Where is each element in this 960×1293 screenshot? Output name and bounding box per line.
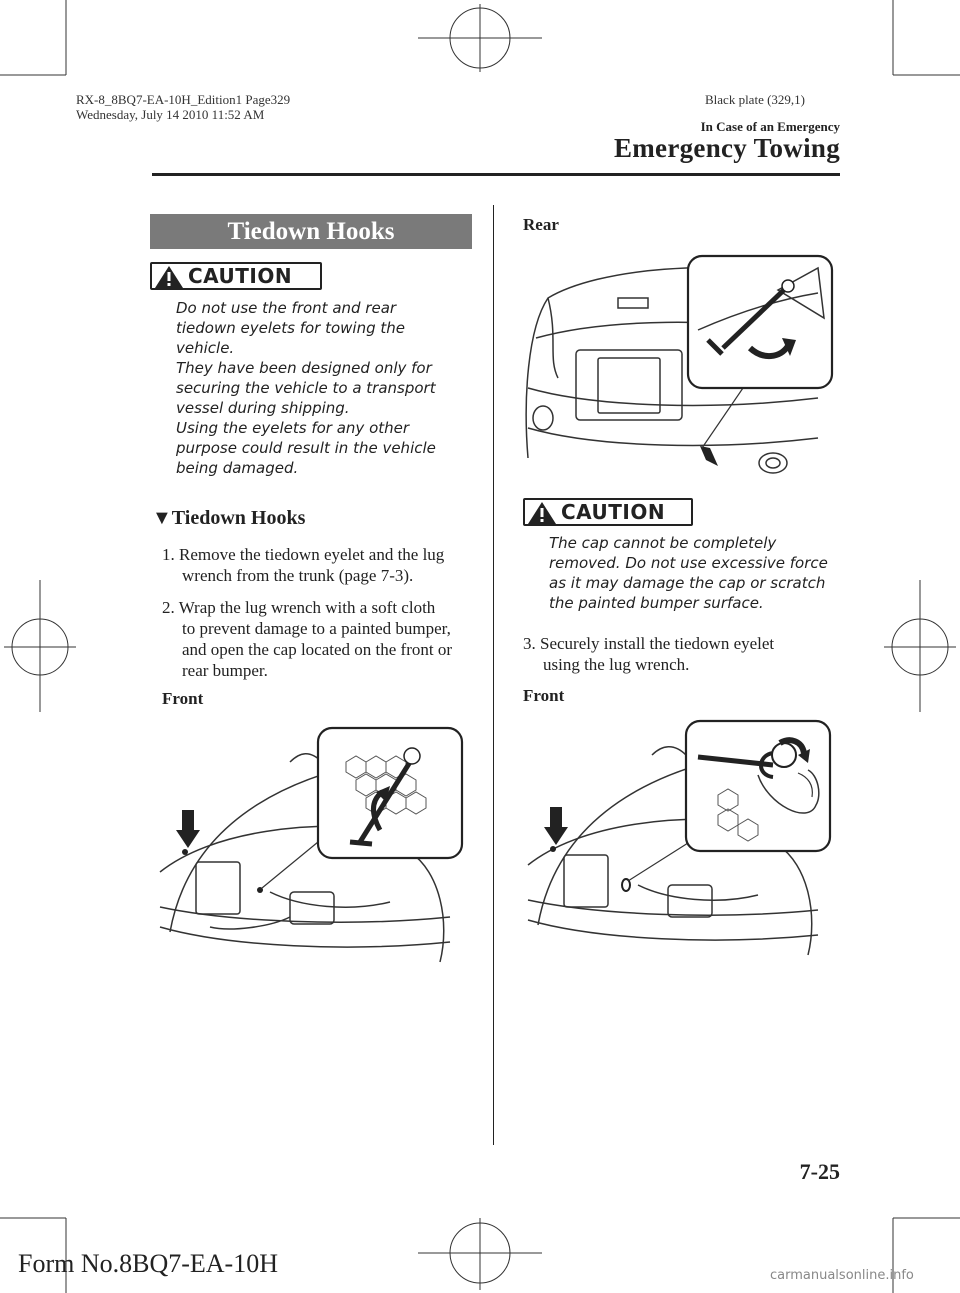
caution-line: the painted bumper surface. <box>549 594 764 612</box>
caution-box-right: CAUTION <box>523 498 693 526</box>
header-rule <box>152 173 840 176</box>
caution-text-right: The cap cannot be completely removed. Do… <box>549 533 849 613</box>
step-3: 3. Securely install the tiedown eyelet u… <box>523 633 843 675</box>
caution-line: The cap cannot be completely <box>549 534 777 552</box>
caution-line: securing the vehicle to a transport <box>176 379 436 397</box>
caution-line: removed. Do not use excessive force <box>549 554 828 572</box>
step-line: using the lug wrench. <box>543 655 690 674</box>
rear-label: Rear <box>523 215 559 234</box>
caution-line: Using the eyelets for any other <box>176 419 410 437</box>
subheading: ▼Tiedown Hooks <box>152 507 305 530</box>
print-info-line1: RX-8_8BQ7-EA-10H_Edition1 Page329 <box>76 92 291 107</box>
front-label-left: Front <box>162 689 204 708</box>
caution-label: CAUTION <box>188 264 293 288</box>
caution-box-left: CAUTION <box>150 262 322 290</box>
caution-line: vehicle. <box>176 339 235 357</box>
warning-triangle-icon <box>528 502 556 524</box>
chapter-title: Emergency Towing <box>613 133 840 163</box>
caution-label: CAUTION <box>561 500 666 524</box>
caution-line: being damaged. <box>176 459 299 477</box>
step-1: 1. Remove the tiedown eyelet and the lug… <box>162 544 482 586</box>
step-line: wrench from the trunk (page 7-3). <box>182 566 414 585</box>
caution-line: as it may damage the cap or scratch <box>549 574 826 592</box>
section-banner: Tiedown Hooks <box>150 214 472 249</box>
watermark: carmanualsonline.info <box>770 1268 914 1283</box>
step-line: and open the cap located on the front or <box>182 640 453 659</box>
subheading-text: Tiedown Hooks <box>171 507 306 529</box>
section-title: In Case of an Emergency <box>700 119 840 134</box>
step-line: 2. Wrap the lug wrench with a soft cloth <box>162 598 436 617</box>
step-2: 2. Wrap the lug wrench with a soft cloth… <box>162 597 482 681</box>
triangle-bullet-icon: ▼ <box>152 507 172 529</box>
plate-info: Black plate (329,1) <box>705 92 805 107</box>
front-label-right: Front <box>523 686 565 705</box>
warning-triangle-icon <box>155 266 183 288</box>
step-line: 3. Securely install the tiedown eyelet <box>523 634 775 653</box>
caution-text-left: Do not use the front and rear tiedown ey… <box>176 298 476 478</box>
column-divider <box>493 205 494 1145</box>
caution-line: tiedown eyelets for towing the <box>176 319 406 337</box>
step-line: rear bumper. <box>182 661 268 680</box>
rear-cap-illustration <box>525 254 834 474</box>
step-line: 1. Remove the tiedown eyelet and the lug <box>162 545 445 564</box>
caution-line: They have been designed only for <box>176 359 432 377</box>
step-line: to prevent damage to a painted bumper, <box>182 619 451 638</box>
caution-line: purpose could result in the vehicle <box>176 439 436 457</box>
caution-line: vessel during shipping. <box>176 399 350 417</box>
front-eyelet-illustration <box>527 719 832 956</box>
caution-line: Do not use the front and rear <box>176 299 397 317</box>
page-number: 7-25 <box>799 1159 840 1184</box>
form-number: Form No.8BQ7-EA-10H <box>18 1249 278 1278</box>
front-cap-illustration <box>159 726 464 963</box>
print-info-line2: Wednesday, July 14 2010 11:52 AM <box>76 107 265 122</box>
